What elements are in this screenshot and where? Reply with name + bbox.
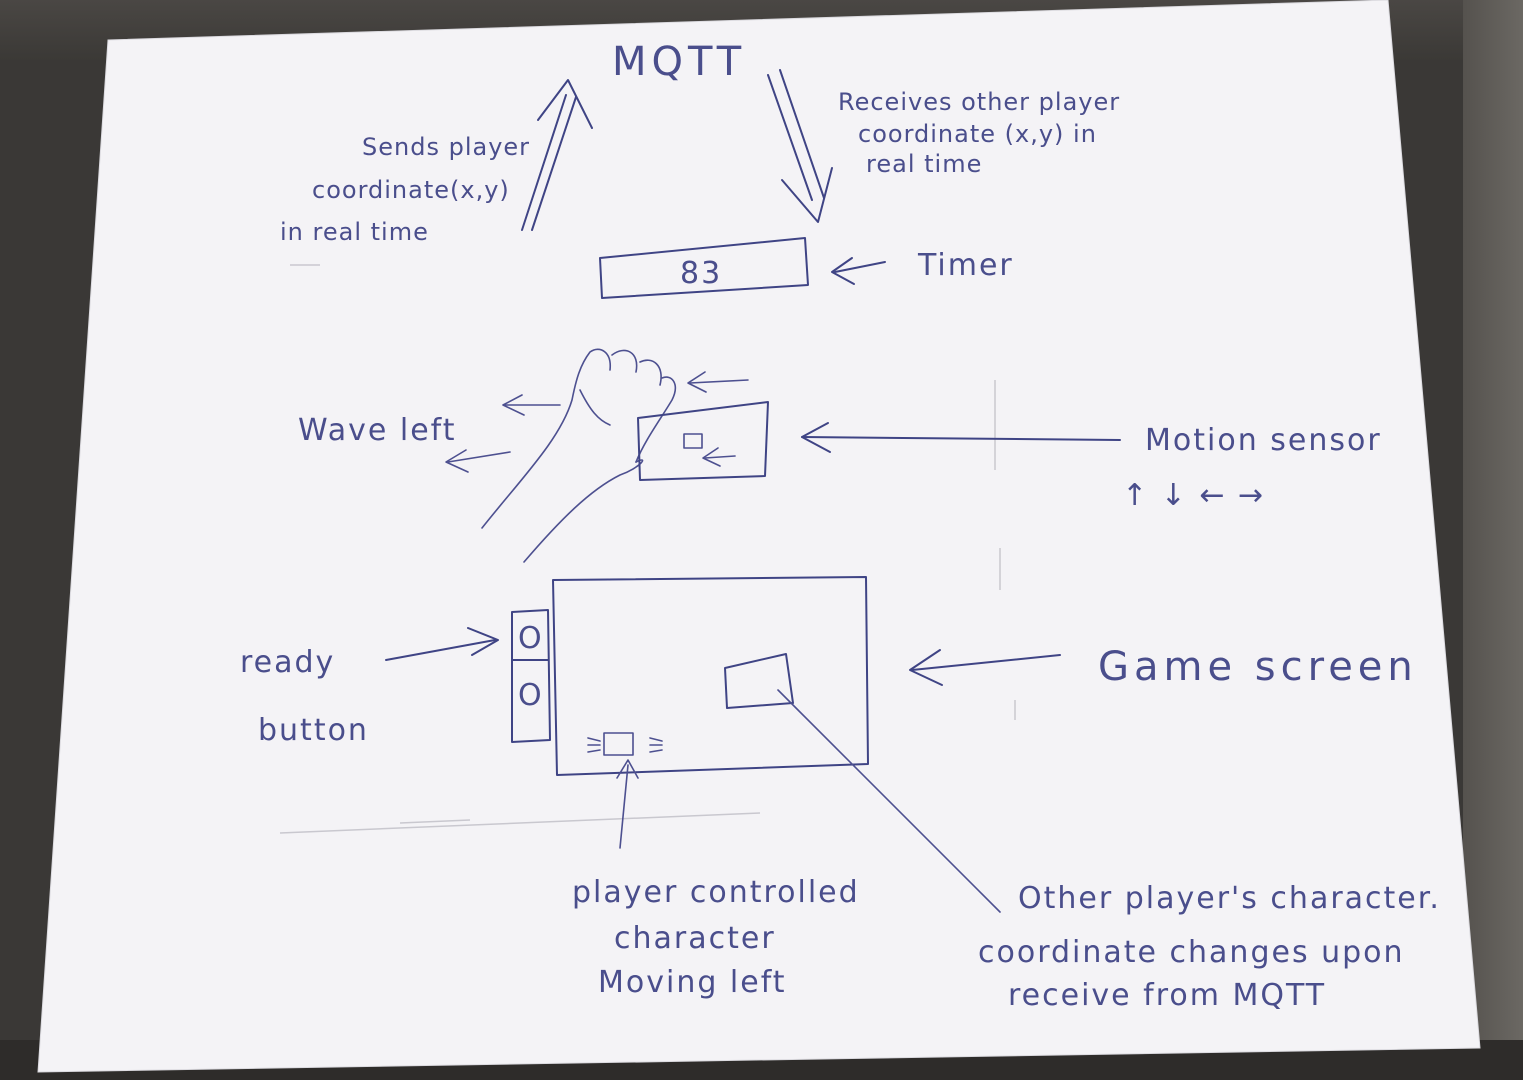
motion-direction-arrows: ↑ ↓ ← → bbox=[1122, 478, 1265, 513]
wave-left-arrows bbox=[445, 394, 561, 473]
game-screen-arrow bbox=[909, 649, 1061, 686]
waving-hand-drawing bbox=[481, 348, 677, 563]
receives-label-line3: real time bbox=[866, 150, 982, 178]
player-label-line1: player controlled bbox=[572, 875, 860, 910]
send-arrow bbox=[521, 79, 593, 231]
mqtt-label: MQTT bbox=[612, 39, 746, 85]
other-player-label-line2: coordinate changes upon bbox=[978, 935, 1405, 970]
motion-sensor-box bbox=[637, 401, 769, 481]
ready-button-panel: O O bbox=[511, 609, 551, 743]
timer-display: 83 bbox=[599, 237, 809, 299]
player-label-line3: Moving left bbox=[598, 965, 787, 1000]
sends-label-line1: Sends player bbox=[362, 133, 530, 161]
ready-label-line2: button bbox=[258, 713, 369, 748]
player-pointer-line bbox=[619, 764, 629, 849]
motion-sensor-arrow bbox=[801, 422, 1121, 453]
player-label-line2: character bbox=[614, 921, 776, 956]
timer-value: 83 bbox=[680, 256, 722, 291]
table-background-right bbox=[1463, 0, 1523, 1080]
bleed-line bbox=[279, 812, 761, 834]
sends-label-line3: in real time bbox=[280, 218, 429, 246]
ready-button-2: O bbox=[518, 678, 544, 713]
other-player-label-line3: receive from MQTT bbox=[1008, 978, 1326, 1013]
timer-label: Timer bbox=[917, 248, 1014, 283]
other-player-pointer-line bbox=[777, 689, 1001, 913]
sends-label-line2: coordinate(x,y) bbox=[312, 176, 510, 204]
bleed-line bbox=[399, 819, 471, 824]
player-pointer-arrowhead bbox=[616, 759, 639, 779]
receives-label-line1: Receives other player bbox=[838, 88, 1120, 116]
game-screen bbox=[552, 576, 869, 776]
wave-left-label: Wave left bbox=[298, 413, 456, 448]
other-player-label-line1: Other player's character. bbox=[1018, 881, 1441, 916]
other-player-character bbox=[724, 653, 794, 709]
paper-sheet bbox=[37, 0, 1481, 1073]
ready-arrow bbox=[385, 627, 499, 661]
timer-arrow bbox=[831, 257, 886, 285]
player-character bbox=[603, 732, 634, 756]
swipe-arrowhead bbox=[687, 371, 707, 393]
motion-sensor-label: Motion sensor bbox=[1145, 423, 1382, 458]
receive-arrow bbox=[767, 69, 833, 223]
ready-button-1: O bbox=[518, 621, 544, 656]
game-screen-label: Game screen bbox=[1098, 644, 1418, 690]
receives-label-line2: coordinate (x,y) in bbox=[858, 120, 1097, 148]
ready-label-line1: ready bbox=[240, 645, 335, 680]
swipe-line bbox=[689, 379, 749, 384]
